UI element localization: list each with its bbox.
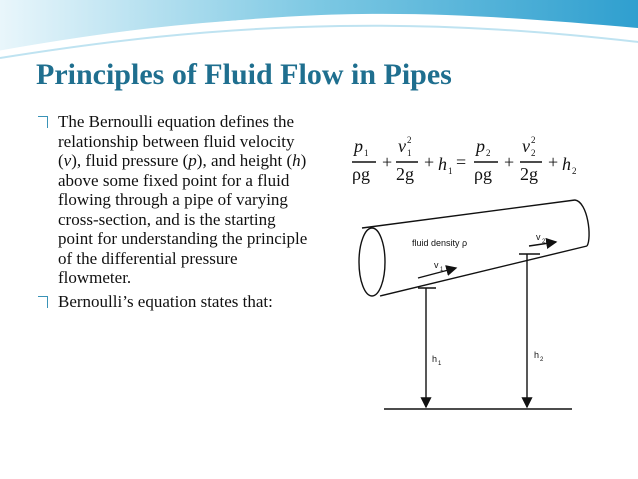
svg-text:v: v	[536, 232, 541, 242]
svg-text:+: +	[548, 152, 558, 172]
italic-symbol: v	[63, 151, 72, 170]
eq-p1: p	[352, 136, 363, 156]
svg-text:h: h	[562, 154, 571, 174]
bullet-text: The Bernoulli equation defines the relat…	[58, 112, 307, 287]
bullet-item: Bernoulli’s equation states that:	[38, 292, 308, 312]
svg-text:h: h	[534, 350, 539, 360]
bullet-list: The Bernoulli equation defines the relat…	[38, 112, 308, 315]
pipe-left-end	[358, 227, 386, 297]
svg-text:ρg: ρg	[474, 164, 492, 184]
svg-text:h: h	[438, 154, 447, 174]
text-run: ) above some fixed point for a fluid flo…	[58, 151, 308, 287]
svg-text:2: 2	[540, 357, 544, 363]
svg-text:2: 2	[531, 148, 536, 158]
svg-text:v: v	[434, 260, 439, 270]
svg-text:2g: 2g	[396, 164, 414, 184]
bullet-item: The Bernoulli equation defines the relat…	[38, 112, 308, 288]
svg-text:1: 1	[364, 148, 369, 158]
svg-text:2: 2	[486, 148, 491, 158]
italic-symbol: h	[292, 151, 301, 170]
svg-text:1: 1	[407, 148, 412, 158]
svg-text:2: 2	[407, 135, 412, 145]
svg-text:=: =	[456, 152, 466, 172]
svg-text:2: 2	[531, 135, 536, 145]
bullet-marker-icon	[38, 295, 48, 308]
svg-text:+: +	[424, 152, 434, 172]
svg-text:2: 2	[542, 239, 546, 245]
bullet-marker-icon	[38, 116, 48, 128]
text-run: ), and height (	[196, 151, 293, 170]
svg-text:h: h	[432, 354, 437, 364]
svg-text:1: 1	[438, 361, 442, 367]
slide-title: Principles of Fluid Flow in Pipes	[36, 58, 452, 91]
v1-arrow	[417, 265, 458, 279]
text-run: The Bernoulli equation defines the relat…	[58, 112, 295, 170]
header-decoration	[0, 0, 638, 59]
text-run: ), fluid pressure (	[71, 151, 189, 170]
pipe-diagram: fluid density ρ v 1 v 2 h 1 h 2	[358, 199, 590, 410]
svg-text:p: p	[474, 136, 485, 156]
fluid-density-label: fluid density ρ	[412, 238, 467, 248]
svg-text:v: v	[522, 136, 530, 156]
italic-symbol: p	[188, 151, 197, 170]
svg-text:2: 2	[572, 166, 577, 176]
pipe-outline	[379, 245, 588, 297]
v2-arrow	[528, 237, 558, 249]
bullet-text: Bernoulli’s equation states that:	[58, 292, 273, 311]
svg-text:ρg: ρg	[352, 164, 370, 184]
svg-text:1: 1	[448, 166, 453, 176]
bernoulli-equation: p 1 ρg + v 2 1 2g + h 1 = p 2 ρg + v 2 2…	[352, 135, 577, 184]
svg-text:+: +	[504, 152, 514, 172]
svg-text:2g: 2g	[520, 164, 538, 184]
svg-text:+: +	[382, 152, 392, 172]
svg-text:1: 1	[440, 267, 444, 273]
text-run: Bernoulli’s equation states that:	[58, 291, 273, 311]
svg-text:v: v	[398, 136, 406, 156]
